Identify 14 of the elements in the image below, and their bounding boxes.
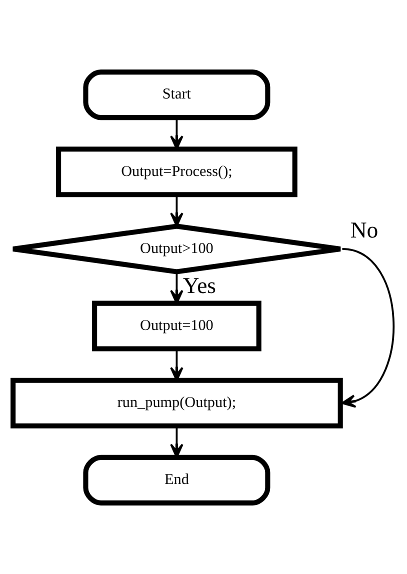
node-box: End [83, 454, 270, 505]
node-box: Output=Process(); [56, 146, 298, 197]
arrow [170, 271, 184, 304]
arrow [170, 117, 184, 150]
arrow [170, 348, 184, 381]
edge-label: Yes [182, 272, 216, 298]
node-box: Start [83, 69, 270, 120]
node-diamond: Output>100 [10, 223, 343, 274]
arrow [170, 425, 184, 458]
node-box: Output=100 [92, 300, 262, 351]
node-box: run_pump(Output); [10, 377, 343, 428]
arrow [341, 248, 394, 408]
edge-label: No [350, 217, 378, 242]
arrow [170, 194, 184, 226]
